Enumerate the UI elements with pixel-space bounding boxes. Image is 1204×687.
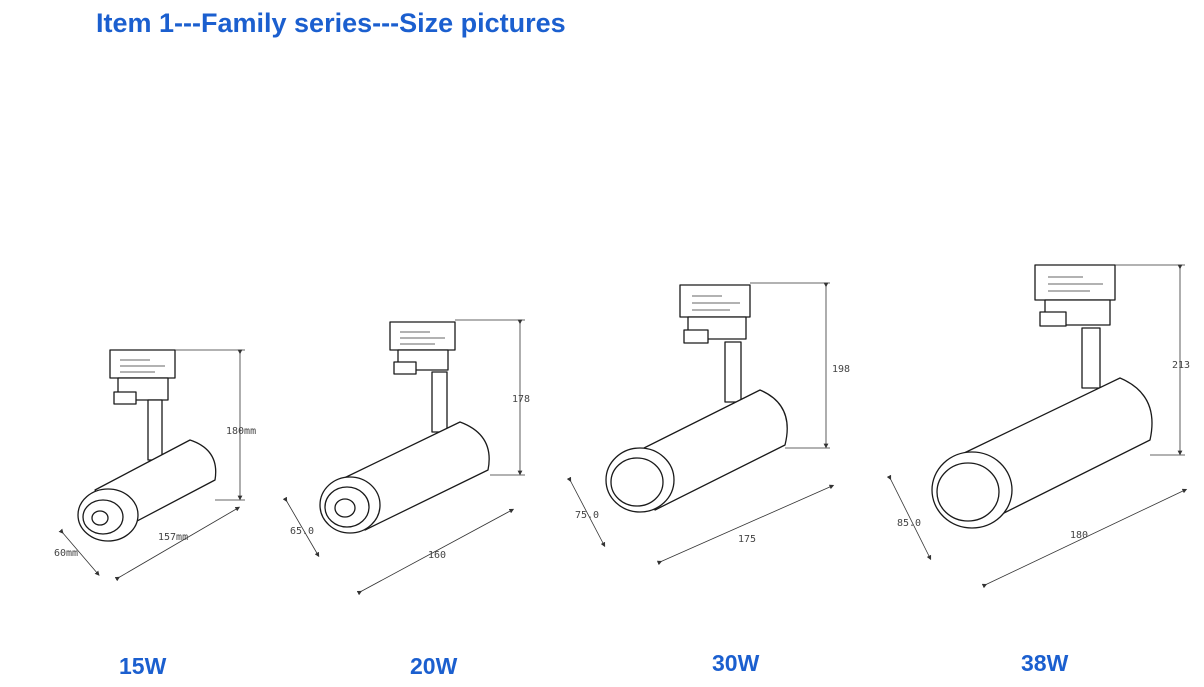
drawing-30w: 198 175 75.0 [566,282,850,566]
dim-length-15w: 157mm [158,532,188,543]
dim-height-38w: 213 [1172,360,1190,371]
page-title: Item 1---Family series---Size pictures [96,8,566,38]
dim-diameter-30w: 75.0 [575,510,599,521]
dim-height-15w: 180mm [226,426,256,437]
watt-label-30w: 30W [712,650,760,676]
drawing-15w: 180mm 157mm 60mm [54,349,256,582]
dim-length-38w: 180 [1070,530,1088,541]
dim-diameter-20w: 65.0 [290,526,314,537]
dim-diameter-15w: 60mm [54,548,78,559]
watt-label-38w: 38W [1021,650,1069,676]
watt-label-20w: 20W [410,653,458,679]
dim-length-30w: 175 [738,534,756,545]
watt-label-15w: 15W [119,653,167,679]
drawing-38w: 213 180 85.0 [886,264,1190,589]
dim-height-20w: 178 [512,394,530,405]
dim-length-20w: 160 [428,550,446,561]
dim-diameter-38w: 85.0 [897,518,921,529]
drawing-20w: 178 160 65.0 [282,319,530,596]
dim-height-30w: 198 [832,364,850,375]
